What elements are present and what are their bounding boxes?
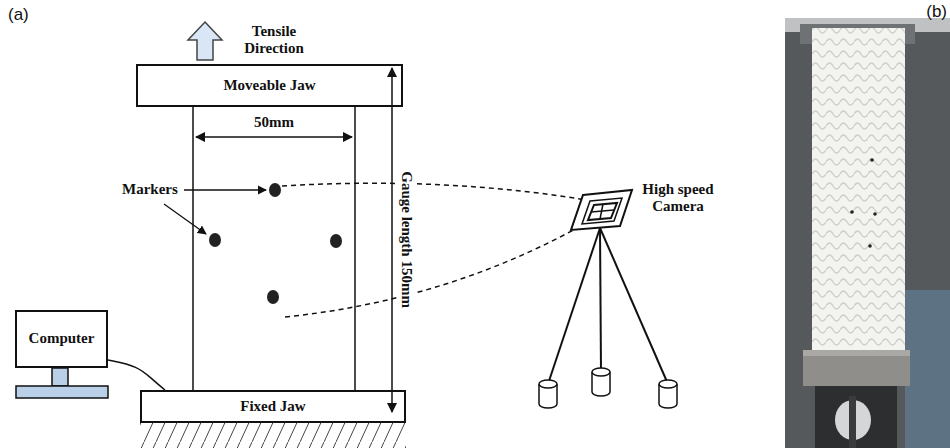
ground-hatching-part <box>140 423 406 448</box>
marker-leaders <box>164 190 266 234</box>
camera-sightlines <box>282 183 598 317</box>
specimen-photo <box>785 18 950 448</box>
specimen-photo-part <box>815 386 897 448</box>
panel-letter: (b) <box>926 2 947 22</box>
camera-body <box>571 190 632 230</box>
specimen-part <box>192 107 194 390</box>
specimen-photo-part <box>849 396 856 448</box>
specimen-photo-part <box>873 212 877 216</box>
cable <box>108 360 165 390</box>
direction-label: Tensile Direction <box>233 23 315 58</box>
camera-tripod-part <box>600 228 668 384</box>
specimen-photo-part <box>905 290 950 448</box>
panel-letter: (a) <box>8 5 29 25</box>
moveable-jaw: Moveable Jaw <box>136 64 403 107</box>
specimen-photo-part <box>850 210 854 214</box>
marker-dots-part <box>269 183 281 197</box>
width-dimension <box>196 137 352 138</box>
camera-tripod-part <box>539 380 557 388</box>
marker-dots <box>209 183 342 304</box>
markers-label: Markers <box>122 181 178 198</box>
specimen <box>193 107 355 390</box>
tensile-arrow-part <box>188 22 222 60</box>
gauge-length-label: Gauge length 150mm <box>397 170 414 311</box>
tensile-arrow <box>188 22 222 60</box>
node-label: Computer <box>29 330 95 347</box>
fixed-jaw: Fixed Jaw <box>140 390 406 423</box>
specimen-photo-part <box>803 350 910 356</box>
camera-body-part <box>588 203 617 220</box>
specimen-part <box>354 107 356 390</box>
camera-tripod <box>539 228 677 408</box>
marker-leaders-part <box>164 204 206 234</box>
camera-tripod-part <box>600 228 601 372</box>
node-label: Fixed Jaw <box>240 398 305 415</box>
gauge-dimension-part <box>391 68 393 412</box>
marker-leaders-part <box>184 189 266 190</box>
camera-tripod-part <box>659 380 677 388</box>
specimen-photo-part <box>870 158 874 162</box>
specimen-photo-part <box>812 28 905 354</box>
marker-dots-part <box>209 233 221 247</box>
marker-dots-part <box>267 290 279 304</box>
camera-sightlines-part <box>285 222 588 317</box>
gauge-dimension <box>392 68 393 412</box>
computer-stand-part <box>52 368 68 386</box>
camera-body-part <box>582 198 622 224</box>
camera-sightlines-part <box>282 183 598 202</box>
width-dimension-label: 50mm <box>254 114 294 131</box>
camera-tripod-part <box>548 228 600 384</box>
camera-tripod-part <box>592 368 610 376</box>
camera-label: High speed Camera <box>632 181 724 216</box>
specimen-photo-part <box>785 18 950 448</box>
camera-body-part <box>571 190 632 230</box>
marker-dots-part <box>330 234 342 248</box>
specimen-photo-part <box>868 244 872 248</box>
specimen-photo-part <box>803 350 910 386</box>
computer-stand-part <box>16 386 108 398</box>
width-dimension-part <box>196 136 352 138</box>
computer-stand <box>16 368 108 398</box>
camera-body-part <box>591 210 614 212</box>
computer-monitor: Computer <box>15 310 108 368</box>
node-label: Moveable Jaw <box>223 77 315 94</box>
ground-hatching <box>140 423 406 448</box>
